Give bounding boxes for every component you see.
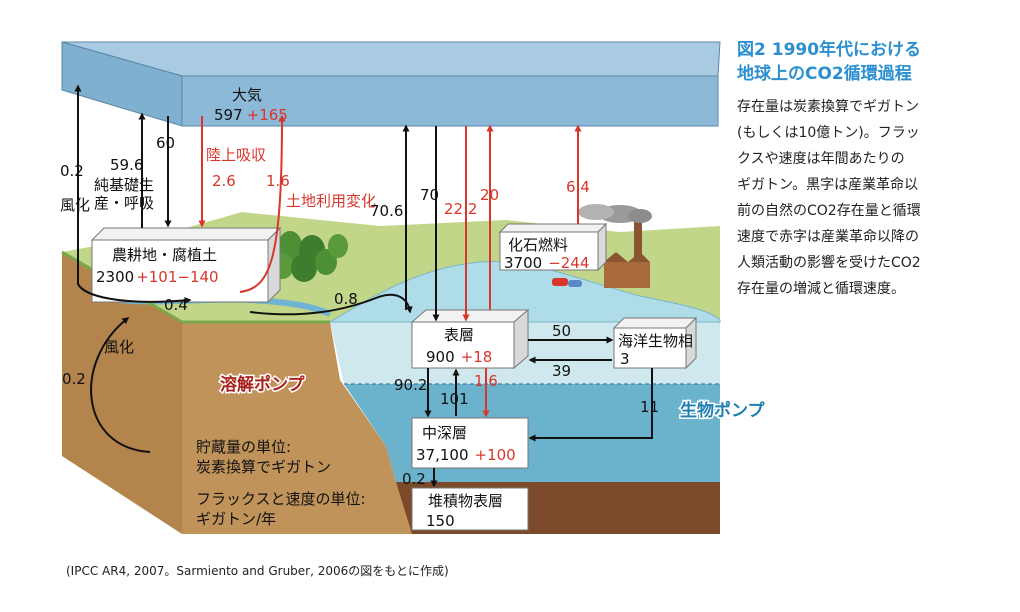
flux-river-ocean-value: 0.8 <box>334 290 358 308</box>
deep-value: 37,100 <box>416 446 469 464</box>
flux-land-uptake-value: 2.6 <box>212 172 236 190</box>
solubility-pump-label: 溶解ポンプ <box>220 374 305 395</box>
unit-flux-label: フラックスと速度の単位: <box>196 490 366 508</box>
arrow-bio-deep <box>528 368 653 442</box>
flux-weathering-left-label: 風化 <box>60 196 90 214</box>
surface-change: +18 <box>461 348 493 366</box>
flux-weathering-left-value: 0.2 <box>60 162 84 180</box>
arrow-river-ocean <box>249 293 413 316</box>
flux-bio-deep-value: 11 <box>640 398 659 416</box>
deep-stock: 37,100 +100 <box>416 446 516 464</box>
surface-stock: 900 +18 <box>426 348 492 366</box>
flux-weathering-rock-value: 0.2 <box>62 370 86 388</box>
figure-title: 図2 1990年代における 地球上のCO2循環過程 <box>737 40 922 84</box>
fossil-name: 化石燃料 <box>508 236 568 254</box>
soil-side-face <box>62 252 182 534</box>
land-value: 2300 <box>96 268 134 286</box>
figure-source: (IPCC AR4, 2007。Sarmiento and Gruber, 20… <box>66 564 449 578</box>
car-illustration <box>552 278 582 287</box>
deep-change: +100 <box>475 446 516 464</box>
biological-pump-label: 生物ポンプ <box>680 400 765 421</box>
flux-river-land-value: 0.4 <box>164 296 188 314</box>
flux-anthro-down-value: 1.6 <box>474 372 498 390</box>
biota-value: 3 <box>620 350 630 368</box>
flux-land-uptake-label: 陸上吸収 <box>206 146 266 164</box>
land-change: +101−140 <box>136 268 218 286</box>
sediment-box <box>411 487 529 531</box>
flux-photosynthesis-value: 59.6 <box>110 156 143 174</box>
atmosphere-name: 大気 <box>232 86 262 104</box>
flux-photosynthesis-label: 純基礎生産・呼吸 <box>94 176 154 212</box>
land-stock: 2300+101−140 <box>96 268 219 286</box>
flux-downwelling-value: 90.2 <box>394 376 427 394</box>
sediment-name: 堆積物表層 <box>428 492 503 510</box>
surface-value: 900 <box>426 348 455 366</box>
fossil-reservoir-box <box>498 222 608 272</box>
flux-weathering-rock-label: 風化 <box>104 338 134 356</box>
flux-sedimentation-value: 0.2 <box>402 470 426 488</box>
flux-ocean-up-value: 70.6 <box>370 202 403 220</box>
sediment-value: 150 <box>426 512 455 530</box>
soil-front-face <box>182 322 412 534</box>
atmosphere-front <box>181 75 719 127</box>
fossil-change: −244 <box>548 254 589 272</box>
flux-fossil-emission-value: 6.4 <box>566 178 590 196</box>
flux-bio-down-value: 39 <box>552 362 571 380</box>
arrow-weathering-rock <box>90 317 151 453</box>
flux-land-use-label: 土地利用変化 <box>286 192 376 210</box>
unit-flux-value: ギガトン/年 <box>196 510 276 528</box>
atmosphere-value: 597 <box>214 106 243 124</box>
biota-name: 海洋生物相 <box>618 332 693 350</box>
arrow-land-use <box>239 114 286 293</box>
flux-respiration-value: 60 <box>156 134 175 152</box>
unit-stock-label: 貯蔵量の単位: <box>196 438 291 456</box>
land-name: 農耕地・腐植土 <box>112 246 217 264</box>
land-reservoir-box <box>90 226 282 304</box>
figure-description: 存在量は炭素換算でギガトン (もしくは10億トン)。フラッ クスや速度は年間あた… <box>737 99 921 297</box>
factory-illustration <box>578 204 652 288</box>
fossil-value: 3700 <box>504 254 542 272</box>
flux-upwelling-value: 101 <box>440 390 469 408</box>
surface-ocean-box <box>410 308 530 370</box>
atmosphere-stock: 597+165 <box>214 106 288 124</box>
deep-ocean-front <box>344 384 720 482</box>
surface-name: 表層 <box>444 326 474 344</box>
flux-ocean-uptake-value: 22.2 <box>444 200 477 218</box>
atmosphere-change: +165 <box>247 106 288 124</box>
deep-name: 中深層 <box>422 424 467 442</box>
arrow-river-land <box>77 240 192 304</box>
unit-stock-value: 炭素換算でギガトン <box>196 458 331 476</box>
flux-land-use-value: 1.6 <box>266 172 290 190</box>
fossil-stock: 3700 −244 <box>504 254 589 272</box>
biota-box <box>612 316 698 370</box>
deep-ocean-box <box>411 417 529 469</box>
flux-ocean-release-value: 20 <box>480 186 499 204</box>
flux-ocean-down-value: 70 <box>420 186 439 204</box>
flux-bio-up-value: 50 <box>552 322 571 340</box>
